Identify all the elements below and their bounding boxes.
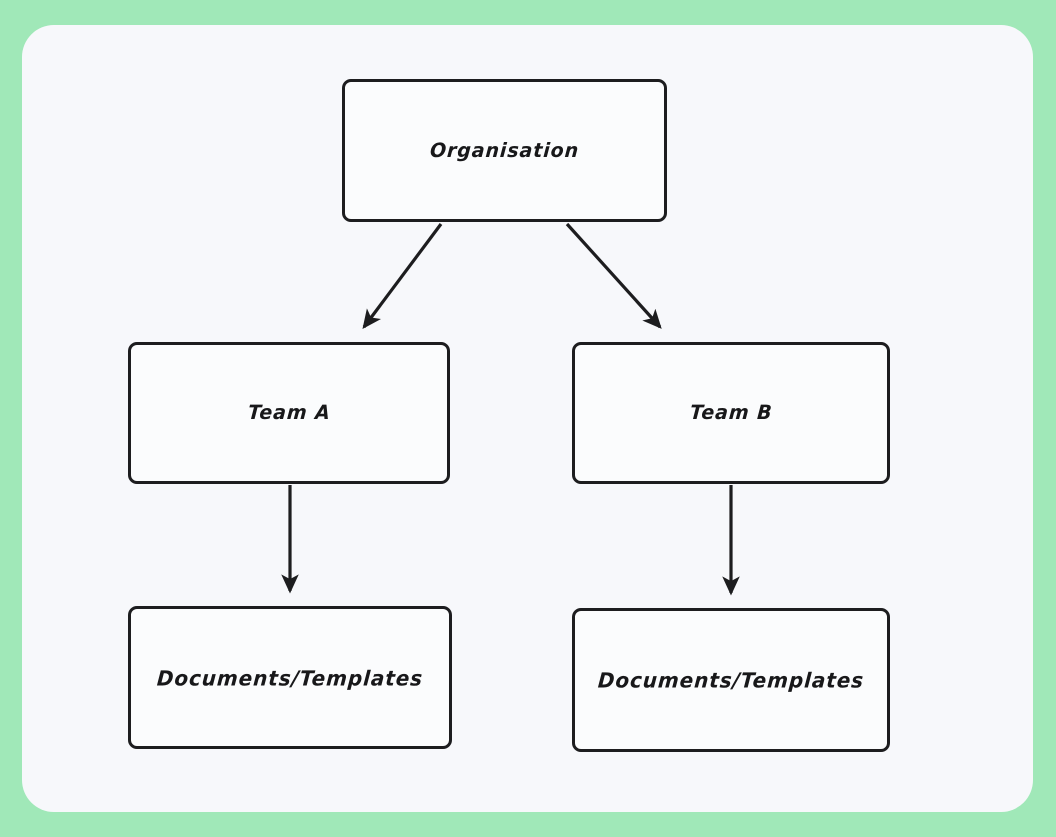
node-documents-templates-a-label: Documents/Templates <box>156 665 424 690</box>
edge-organisation-to-team-a <box>362 223 443 330</box>
node-documents-templates-b-label: Documents/Templates <box>597 667 865 693</box>
node-documents-templates-b[interactable]: Documents/Templates <box>572 608 890 752</box>
node-team-b-label: Team B <box>688 401 774 425</box>
node-team-a[interactable]: Team A <box>128 342 450 484</box>
edge-organisation-to-team-b <box>565 222 662 329</box>
node-organisation-label: Organisation <box>429 139 580 162</box>
node-team-a-label: Team A <box>246 401 332 425</box>
node-documents-templates-a[interactable]: Documents/Templates <box>128 606 452 749</box>
node-organisation[interactable]: Organisation <box>342 79 667 222</box>
node-team-b[interactable]: Team B <box>572 342 890 484</box>
